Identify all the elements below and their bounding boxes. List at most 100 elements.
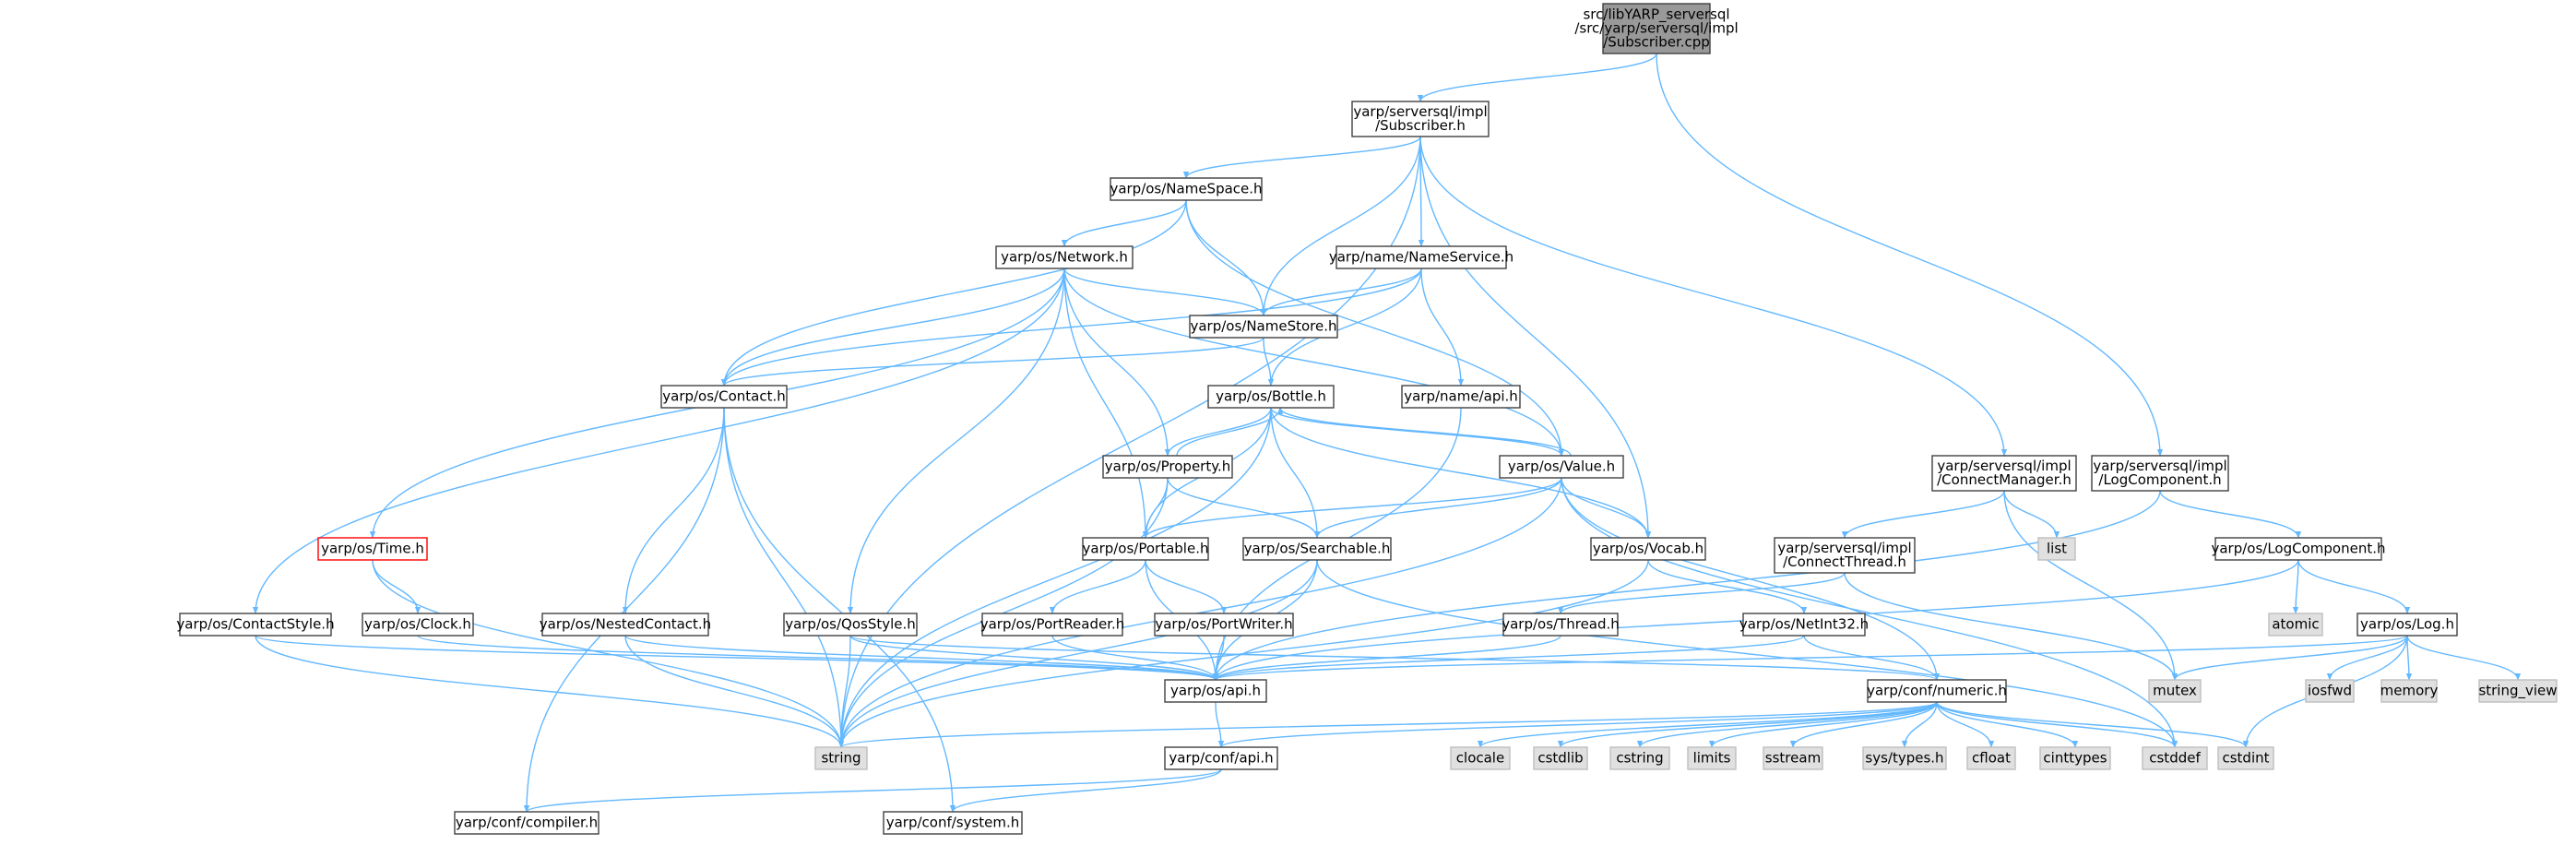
- node-label: yarp/name/api.h: [1404, 388, 1518, 405]
- edge-numeric_h-to-cstddef: [1936, 701, 2178, 748]
- node-numeric-h[interactable]: yarp/conf/numeric.h: [1867, 679, 2007, 703]
- node-value-h[interactable]: yarp/os/Value.h: [1499, 455, 1624, 479]
- edge-numeric_h-to-cstring: [1636, 701, 1938, 748]
- node-box: [1450, 746, 1511, 770]
- node-contact-h[interactable]: yarp/os/Contact.h: [660, 385, 788, 409]
- node-subscriber-h[interactable]: yarp/serversql/impl/Subscriber.h: [1351, 101, 1490, 137]
- node-logcomponent-impl-h[interactable]: yarp/serversql/impl/LogComponent.h: [2091, 455, 2229, 492]
- node-box: [1335, 245, 1507, 269]
- node-box: [2037, 537, 2076, 561]
- node-cstdint: cstdint: [2217, 746, 2274, 770]
- node-box: [2305, 679, 2355, 703]
- edge-network_h-to-value_h: [1063, 268, 1565, 457]
- node-compiler-h[interactable]: yarp/conf/compiler.h: [454, 811, 599, 835]
- node-label: yarp/os/Thread.h: [1502, 616, 1620, 633]
- edge-vocab_h-to-netint32_h: [1647, 559, 1808, 614]
- node-searchable-h[interactable]: yarp/os/Searchable.h: [1242, 537, 1392, 561]
- node-iosfwd: iosfwd: [2305, 679, 2355, 703]
- edge-thread_h-to-osapi_h: [1212, 635, 1561, 681]
- edge-value_h-to-string: [837, 477, 1562, 748]
- node-box: [995, 245, 1134, 269]
- node-list: list: [2037, 537, 2076, 561]
- node-label: yarp/os/Property.h: [1105, 458, 1230, 475]
- node-label: /ConnectManager.h: [1937, 471, 2071, 488]
- edge-connectthread_h-to-thread_h: [1557, 572, 1846, 614]
- edge-network_h-to-contact_h: [720, 268, 1065, 387]
- node-contactstyle-h[interactable]: yarp/os/ContactStyle.h: [176, 613, 335, 637]
- edge-numeric_h-to-clocale: [1477, 701, 1938, 748]
- node-box: [317, 537, 428, 561]
- node-box: [2214, 537, 2382, 561]
- node-box: [2148, 679, 2202, 703]
- node-osapi-h[interactable]: yarp/os/api.h: [1164, 679, 1267, 703]
- node-vocab-h[interactable]: yarp/os/Vocab.h: [1590, 537, 1706, 561]
- edge-namespace_h-to-contact_h: [720, 199, 1187, 387]
- edge-numeric_h-to-limits: [1708, 701, 1938, 748]
- node-netint32-h[interactable]: yarp/os/NetInt32.h: [1739, 613, 1869, 637]
- node-portwriter-h[interactable]: yarp/os/PortWriter.h: [1154, 613, 1294, 637]
- node-nameapi-h[interactable]: yarp/name/api.h: [1401, 385, 1521, 409]
- node-log-h[interactable]: yarp/os/Log.h: [2356, 613, 2458, 637]
- node-label: list: [2047, 541, 2067, 557]
- node-label: limits: [1693, 750, 1731, 767]
- node-nameservice-h[interactable]: yarp/name/NameService.h: [1329, 245, 1514, 269]
- node-root[interactable]: src/libYARP_serversql/src/yarp/serversql…: [1574, 3, 1739, 54]
- edge-connectthread_h-to-mutex: [1844, 572, 2178, 681]
- node-clock-h[interactable]: yarp/os/Clock.h: [362, 613, 474, 637]
- edge-property_h-to-string: [837, 477, 1169, 748]
- node-box: [1742, 613, 1866, 637]
- node-box: [362, 613, 474, 637]
- node-label: yarp/os/Value.h: [1508, 458, 1615, 475]
- node-portreader-h[interactable]: yarp/os/PortReader.h: [980, 613, 1125, 637]
- edge-namestore_h-to-bottle_h: [1263, 337, 1275, 387]
- node-namespace-h[interactable]: yarp/os/NameSpace.h: [1110, 177, 1263, 201]
- node-connectthread-h[interactable]: yarp/serversql/impl/ConnectThread.h: [1774, 537, 1916, 574]
- node-confapi-h[interactable]: yarp/conf/api.h: [1164, 746, 1278, 770]
- node-box: [454, 811, 599, 835]
- edge-subscriber_h-to-namespace_h: [1182, 136, 1421, 179]
- node-cstring: cstring: [1609, 746, 1670, 770]
- node-nestedcontact-h[interactable]: yarp/os/NestedContact.h: [540, 613, 711, 637]
- edge-bottle_h-to-value_h: [1270, 407, 1565, 457]
- node-thread-h[interactable]: yarp/os/Thread.h: [1502, 613, 1620, 637]
- edge-netint32_h-to-osapi_h: [1212, 635, 1805, 681]
- node-time-h[interactable]: yarp/os/Time.h: [317, 537, 428, 561]
- node-label: src/libYARP_serversql: [1583, 6, 1729, 24]
- node-string: string: [814, 746, 868, 770]
- node-box: [1533, 746, 1588, 770]
- edge-subscriber_h-to-vocab_h: [1419, 136, 1652, 539]
- nodes-layer: src/libYARP_serversql/src/yarp/serversql…: [176, 3, 2558, 835]
- node-label: yarp/os/NameSpace.h: [1110, 181, 1262, 197]
- node-box: [1867, 679, 2007, 703]
- node-network-h[interactable]: yarp/os/Network.h: [995, 245, 1134, 269]
- node-label: yarp/name/NameService.h: [1329, 249, 1514, 266]
- edge-value_h-to-bottle_h: [1276, 407, 1572, 457]
- node-memory: memory: [2380, 679, 2438, 703]
- node-qosstyle-h[interactable]: yarp/os/QosStyle.h: [783, 613, 918, 637]
- node-box: [2217, 746, 2274, 770]
- node-box: [1110, 177, 1263, 201]
- node-namestore-h[interactable]: yarp/os/NameStore.h: [1189, 315, 1338, 339]
- node-sstream: sstream: [1763, 746, 1823, 770]
- node-box: [1687, 746, 1737, 770]
- node-box: [1862, 746, 1947, 770]
- node-label: yarp/conf/compiler.h: [456, 815, 598, 831]
- edge-property_h-to-bottle_h: [1176, 407, 1284, 457]
- node-box: [1164, 679, 1267, 703]
- node-box: [1502, 613, 1619, 637]
- node-portable-h[interactable]: yarp/os/Portable.h: [1082, 537, 1209, 561]
- edge-numeric_h-to-sstream: [1789, 701, 1938, 748]
- node-property-h[interactable]: yarp/os/Property.h: [1102, 455, 1233, 479]
- edge-time_h-to-string: [372, 559, 845, 748]
- node-bottle-h[interactable]: yarp/os/Bottle.h: [1207, 385, 1335, 409]
- node-connectmanager-h[interactable]: yarp/serversql/impl/ConnectManager.h: [1931, 455, 2077, 492]
- node-logcomponent-h[interactable]: yarp/os/LogComponent.h: [2211, 537, 2386, 561]
- node-mutex: mutex: [2148, 679, 2202, 703]
- node-system-h[interactable]: yarp/conf/system.h: [883, 811, 1023, 835]
- edge-network_h-to-property_h: [1063, 268, 1171, 457]
- node-box: [2380, 679, 2438, 703]
- node-label: yarp/conf/numeric.h: [1867, 683, 2007, 699]
- edge-qosstyle_h-to-osapi_h: [849, 635, 1219, 681]
- edge-numeric_h-to-string: [838, 701, 1938, 748]
- edge-contact_h-to-nestedcontact_h: [622, 407, 725, 614]
